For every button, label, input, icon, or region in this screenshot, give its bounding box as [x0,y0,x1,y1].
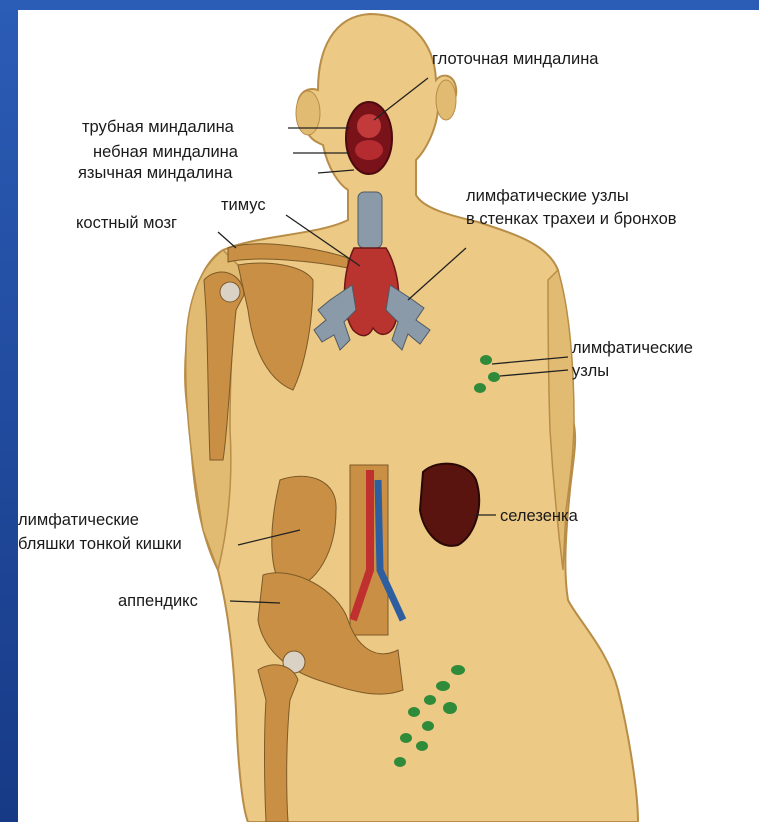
right-ear [436,80,456,120]
label-spleen: селезенка [500,507,578,526]
lingual-tonsil-shape [355,140,383,160]
label-tubal-tonsil: трубная миндалина [82,118,234,137]
shoulder-joint [220,282,240,302]
label-bone-marrow: костный мозг [76,214,177,233]
axillary-node-3 [474,383,486,393]
label-plaques-2: бляшки тонкой кишки [18,535,182,554]
axillary-node-2 [488,372,500,382]
axillary-node-1 [480,355,492,365]
label-lymph-nodes-1: лимфатические [572,339,693,358]
label-trachea-nodes-2: в стенках трахеи и бронхов [466,210,677,229]
illustration-panel: глоточная миндалина трубная миндалина не… [18,10,759,822]
label-trachea-nodes-1: лимфатические узлы [466,187,629,206]
label-plaques-1: лимфатические [18,511,139,530]
trachea [358,192,382,248]
label-appendix: аппендикс [118,592,198,611]
label-pharyngeal-tonsil: глоточная миндалина [432,50,598,69]
label-thymus: тимус [221,196,266,215]
label-lymph-nodes-2: узлы [572,362,609,381]
spleen-shape [420,464,479,546]
label-lingual-tonsil: язычная миндалина [78,164,232,183]
label-palatine-tonsil: небная миндалина [93,143,238,162]
